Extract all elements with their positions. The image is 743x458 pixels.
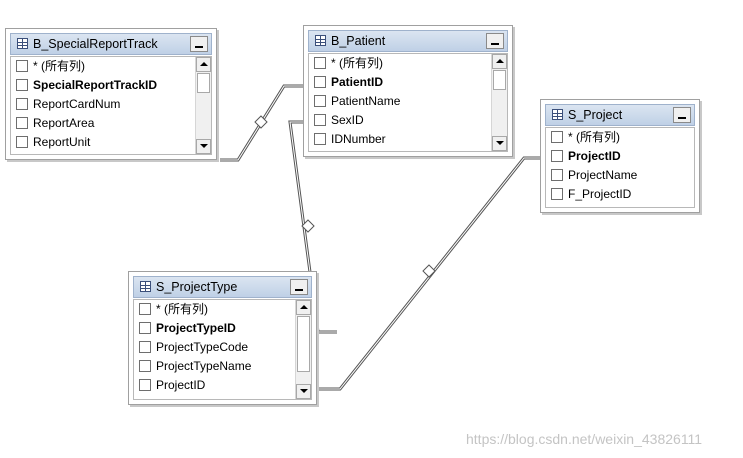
column-checkbox[interactable] <box>139 379 151 391</box>
table-s-projecttype[interactable]: S_ProjectType * (所有列) ProjectTypeID Proj… <box>128 271 317 405</box>
column-name: ReportArea <box>33 116 95 130</box>
scroll-thumb[interactable] <box>297 316 310 372</box>
column-list: * (所有列) PatientID PatientName SexID IDNu… <box>308 53 508 152</box>
column-checkbox[interactable] <box>139 360 151 372</box>
column-name: IDNumber <box>331 132 386 146</box>
table-title-bar[interactable]: S_ProjectType <box>133 276 312 298</box>
column-list: * (所有列) ProjectID ProjectName F_ProjectI… <box>545 127 695 208</box>
scroll-thumb[interactable] <box>493 70 506 90</box>
table-b-specialreporttrack[interactable]: B_SpecialReportTrack * (所有列) SpecialRepo… <box>5 28 217 160</box>
column-checkbox[interactable] <box>551 131 563 143</box>
table-b-patient[interactable]: B_Patient * (所有列) PatientID PatientName … <box>303 25 513 157</box>
table-title: B_SpecialReportTrack <box>33 37 158 51</box>
vertical-scrollbar[interactable] <box>295 300 311 399</box>
relationship-diamond[interactable] <box>422 264 436 278</box>
minimize-button[interactable] <box>190 36 208 52</box>
column-checkbox[interactable] <box>314 95 326 107</box>
column-list: * (所有列) SpecialReportTrackID ReportCardN… <box>10 56 212 155</box>
column-name: ReportCardNum <box>33 97 121 111</box>
table-icon <box>17 38 28 49</box>
relationship-diamond[interactable] <box>301 219 315 233</box>
column-checkbox[interactable] <box>139 303 151 315</box>
column-checkbox[interactable] <box>139 341 151 353</box>
column-checkbox[interactable] <box>16 136 28 148</box>
vertical-scrollbar[interactable] <box>491 54 507 151</box>
table-icon <box>552 109 563 120</box>
column-name: * (所有列) <box>33 59 85 73</box>
column-name: ProjectID <box>156 378 206 392</box>
column-checkbox[interactable] <box>314 114 326 126</box>
column-name: ProjectTypeCode <box>156 340 249 354</box>
column-name: PatientID <box>331 75 384 89</box>
column-name: * (所有列) <box>331 56 383 70</box>
table-title-bar[interactable]: B_Patient <box>308 30 508 52</box>
scroll-down-button[interactable] <box>296 384 311 399</box>
column-name: SexID <box>331 113 364 127</box>
column-checkbox[interactable] <box>16 79 28 91</box>
table-title: S_ProjectType <box>156 280 238 294</box>
scroll-down-button[interactable] <box>196 139 211 154</box>
column-name: ReportUnit <box>33 135 91 149</box>
column-name: F_ProjectID <box>568 187 632 201</box>
column-name: ProjectTypeID <box>156 321 236 335</box>
column-name: ProjectTypeName <box>156 359 252 373</box>
minimize-button[interactable] <box>673 107 691 123</box>
scroll-thumb[interactable] <box>197 73 210 93</box>
table-title-bar[interactable]: S_Project <box>545 104 695 126</box>
watermark: https://blog.csdn.net/weixin_43826111 <box>466 431 703 447</box>
column-name: ProjectName <box>568 168 638 182</box>
column-list: * (所有列) ProjectTypeID ProjectTypeCode Pr… <box>133 299 312 400</box>
column-name: ProjectID <box>568 149 621 163</box>
column-checkbox[interactable] <box>16 60 28 72</box>
table-title: S_Project <box>568 108 623 122</box>
column-checkbox[interactable] <box>16 117 28 129</box>
column-checkbox[interactable] <box>314 133 326 145</box>
vertical-scrollbar[interactable] <box>195 57 211 154</box>
table-title: B_Patient <box>331 34 386 48</box>
table-icon <box>140 281 151 292</box>
scroll-down-button[interactable] <box>492 136 507 151</box>
column-checkbox[interactable] <box>314 57 326 69</box>
scroll-up-button[interactable] <box>196 57 211 72</box>
minimize-button[interactable] <box>290 279 308 295</box>
minimize-button[interactable] <box>486 33 504 49</box>
column-name: * (所有列) <box>568 130 620 144</box>
table-s-project[interactable]: S_Project * (所有列) ProjectID ProjectName … <box>540 99 700 213</box>
column-checkbox[interactable] <box>314 76 326 88</box>
column-checkbox[interactable] <box>551 169 563 181</box>
scroll-up-button[interactable] <box>296 300 311 315</box>
column-checkbox[interactable] <box>139 322 151 334</box>
relationship-diamond[interactable] <box>254 115 268 129</box>
column-name: PatientName <box>331 94 401 108</box>
column-name: SpecialReportTrackID <box>33 78 158 92</box>
scroll-up-button[interactable] <box>492 54 507 69</box>
column-checkbox[interactable] <box>551 150 563 162</box>
table-icon <box>315 35 326 46</box>
column-checkbox[interactable] <box>551 188 563 200</box>
table-title-bar[interactable]: B_SpecialReportTrack <box>10 33 212 55</box>
column-checkbox[interactable] <box>16 98 28 110</box>
column-name: * (所有列) <box>156 302 208 316</box>
